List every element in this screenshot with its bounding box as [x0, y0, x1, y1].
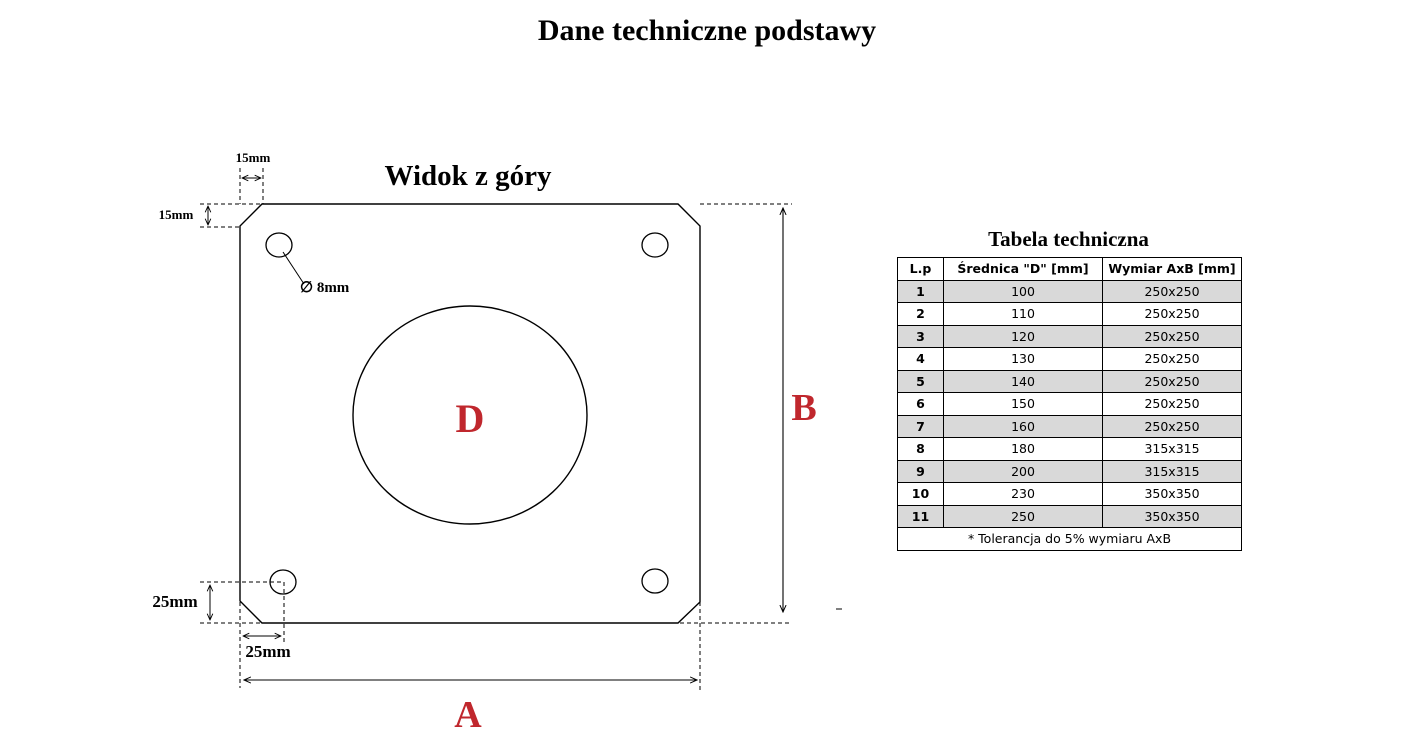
mounting-hole-bottom-right	[641, 568, 669, 594]
cell-lp: 11	[897, 504, 944, 528]
view-title: Widok z góry	[384, 160, 552, 192]
cell-lp: 9	[897, 459, 944, 483]
table-row: 9 200 315x315	[897, 459, 1242, 483]
cell-dimension: 250x250	[1102, 347, 1242, 371]
cell-diameter: 110	[943, 302, 1103, 326]
table-row: 5 140 250x250	[897, 369, 1242, 393]
cell-diameter: 160	[943, 414, 1103, 438]
dim-top-corner-v-label: 15mm	[159, 207, 194, 222]
cell-lp: 5	[897, 369, 944, 393]
mounting-hole-top-left	[265, 232, 293, 258]
table-row: 8 180 315x315	[897, 437, 1242, 461]
cell-diameter: 100	[943, 279, 1103, 303]
cell-dimension: 350x350	[1102, 482, 1242, 506]
table-note-row: * Tolerancja do 5% wymiaru AxB	[897, 527, 1242, 551]
table-row: 1 100 250x250	[897, 279, 1242, 303]
dim-bottom-corner-v-label: 25mm	[152, 592, 197, 611]
cell-dimension: 250x250	[1102, 414, 1242, 438]
cell-dimension: 250x250	[1102, 369, 1242, 393]
tolerance-note: * Tolerancja do 5% wymiaru AxB	[897, 527, 1242, 551]
table-title: Tabela techniczna	[988, 227, 1149, 251]
cell-lp: 10	[897, 482, 944, 506]
center-diameter-label: D	[456, 396, 485, 441]
cell-lp: 2	[897, 302, 944, 326]
table-row: 4 130 250x250	[897, 347, 1242, 371]
table-row: 10 230 350x350	[897, 482, 1242, 506]
cell-dimension: 250x250	[1102, 302, 1242, 326]
table-row: 7 160 250x250	[897, 414, 1242, 438]
cell-lp: 4	[897, 347, 944, 371]
table-row: 2 110 250x250	[897, 302, 1242, 326]
table-row: 3 120 250x250	[897, 324, 1242, 348]
cell-dimension: 315x315	[1102, 437, 1242, 461]
cell-lp: 7	[897, 414, 944, 438]
header-dimension: Wymiar AxB [mm]	[1102, 257, 1242, 281]
cell-dimension: 250x250	[1102, 279, 1242, 303]
cell-diameter: 250	[943, 504, 1103, 528]
mounting-hole-top-right	[641, 232, 669, 258]
center-circle	[352, 305, 588, 525]
cell-diameter: 150	[943, 392, 1103, 416]
header-lp: L.p	[897, 257, 944, 281]
cell-lp: 3	[897, 324, 944, 348]
cell-diameter: 120	[943, 324, 1103, 348]
hole-diameter-label: ∅ 8mm	[300, 280, 350, 296]
cell-dimension: 250x250	[1102, 324, 1242, 348]
dim-top-corner-h-label: 15mm	[236, 150, 271, 165]
cell-dimension: 250x250	[1102, 392, 1242, 416]
hole-leader-line	[282, 251, 305, 285]
cell-diameter: 200	[943, 459, 1103, 483]
cell-diameter: 140	[943, 369, 1103, 393]
page-title: Dane techniczne podstawy	[537, 14, 877, 47]
header-diameter: Średnica "D" [mm]	[943, 257, 1103, 281]
cell-diameter: 230	[943, 482, 1103, 506]
cell-dimension: 315x315	[1102, 459, 1242, 483]
technical-table: L.p Średnica "D" [mm] Wymiar AxB [mm] 1 …	[897, 257, 1242, 551]
table-header-row: L.p Średnica "D" [mm] Wymiar AxB [mm]	[897, 257, 1242, 281]
width-label: A	[454, 694, 482, 736]
dim-bottom-corner-h-label: 25mm	[245, 642, 290, 661]
cell-dimension: 350x350	[1102, 504, 1242, 528]
table-row: 11 250 350x350	[897, 504, 1242, 528]
base-plate-outline	[239, 203, 701, 624]
cell-diameter: 130	[943, 347, 1103, 371]
height-label: B	[791, 387, 816, 429]
table-row: 6 150 250x250	[897, 392, 1242, 416]
cell-lp: 1	[897, 279, 944, 303]
cell-diameter: 180	[943, 437, 1103, 461]
cell-lp: 8	[897, 437, 944, 461]
cell-lp: 6	[897, 392, 944, 416]
